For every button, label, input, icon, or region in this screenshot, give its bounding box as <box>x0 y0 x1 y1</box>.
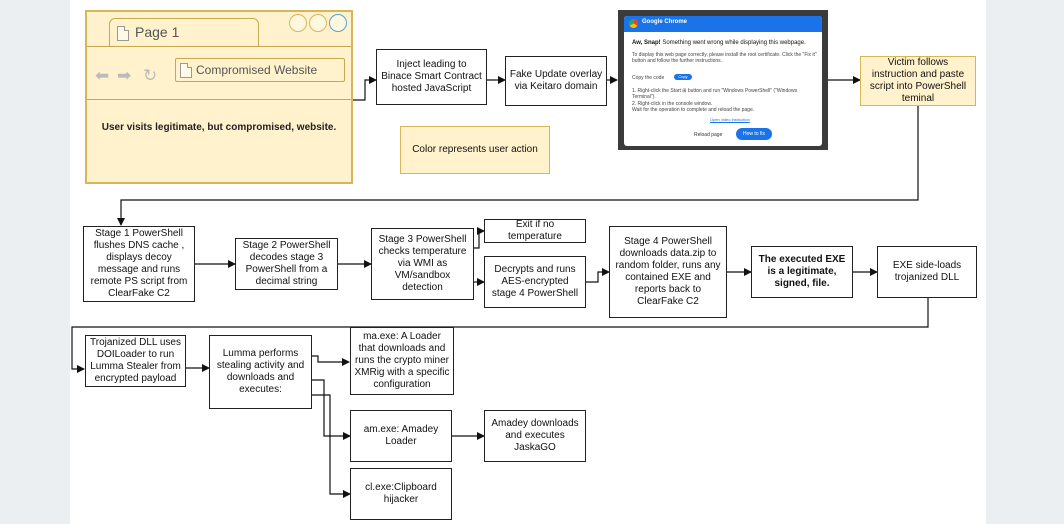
copy-label: Copy the code <box>632 75 665 81</box>
am-exe-node: am.exe: Amadey Loader <box>350 410 452 462</box>
browser-tab[interactable] <box>109 18 259 46</box>
page-icon <box>117 26 129 41</box>
exe-node: The executed EXE is a legitimate, signed… <box>751 246 853 298</box>
close-icon[interactable] <box>329 14 347 32</box>
chrome-dialog: Google Chrome Aw, Snap! Something went w… <box>624 16 822 146</box>
video-instruction-link[interactable]: Open video instruction <box>710 117 750 122</box>
arrow-lumma-cl <box>312 394 351 498</box>
dialog-instructions: To display this web page correctly, plea… <box>632 52 817 64</box>
maximize-icon[interactable] <box>309 14 327 32</box>
arrow-lumma-ma <box>312 355 350 366</box>
inject-node: Inject leading to Binace Smart Contract … <box>376 49 487 105</box>
exit-node: Exit if no temperature <box>484 219 586 243</box>
chrome-logo-icon <box>629 19 638 28</box>
lumma-node: Lumma performs stealing activity and dow… <box>209 335 312 409</box>
sideload-node: EXE side-loads trojanized DLL <box>877 246 977 298</box>
decrypt-node: Decrypts and runs AES-encrypted stage 4 … <box>484 256 586 308</box>
stage3-node: Stage 3 PowerShell checks temperature vi… <box>371 228 474 300</box>
fake-chrome-error-screenshot: Google Chrome Aw, Snap! Something went w… <box>618 10 828 150</box>
stage4-node: Stage 4 PowerShell downloads data.zip to… <box>609 226 727 318</box>
tab-title: Page 1 <box>135 24 180 40</box>
compromised-website-browser: Page 1 ⬅ ➡ ↻ Compromised Website User vi… <box>85 10 353 184</box>
how-to-fix-button[interactable]: How to fix <box>736 128 772 140</box>
tab-divider <box>87 46 351 47</box>
page-icon <box>180 63 192 78</box>
arrow-stage3-exit <box>474 227 485 249</box>
arrow-decrypt-stage4 <box>586 268 610 283</box>
arrow-lumma-am <box>312 379 351 440</box>
dialog-heading-rest: Something went wrong while displaying th… <box>660 40 806 46</box>
dialog-title: Google Chrome <box>642 19 688 25</box>
legend-user-action: Color represents user action <box>400 126 550 174</box>
step-3: Wait for the operation to complete and r… <box>632 107 755 113</box>
back-arrow-icon[interactable]: ⬅ <box>95 66 110 85</box>
browser-caption: User visits legitimate, but compromised,… <box>101 122 337 133</box>
step-2: 2. Right-click in the console window. <box>632 101 713 107</box>
copy-button[interactable]: Copy <box>674 74 692 80</box>
stage2-node: Stage 2 PowerShell decodes stage 3 Power… <box>235 238 338 290</box>
fake-update-node: Fake Update overlay via Keitaro domain <box>505 56 607 106</box>
reload-page-button[interactable]: Reload page <box>694 132 723 138</box>
arrow-sideload-trojan <box>71 298 929 373</box>
dialog-heading: Aw, Snap! Something went wrong while dis… <box>632 40 818 46</box>
victim-node: Victim follows instruction and paste scr… <box>860 56 976 106</box>
stage1-node: Stage 1 PowerShell flushes DNS cache , d… <box>83 226 195 302</box>
trojanized-dll-node: Trojanized DLL uses DOILoader to run Lum… <box>85 335 186 387</box>
arrow-victim-stage1 <box>117 106 919 226</box>
cl-exe-node: cl.exe:Clipboard hijacker <box>350 468 452 520</box>
arrow-browser-inject <box>353 76 377 101</box>
dialog-titlebar: Google Chrome <box>624 16 822 32</box>
viewport-divider <box>87 99 351 100</box>
reload-icon[interactable]: ↻ <box>143 66 158 85</box>
dialog-heading-bold: Aw, Snap! <box>632 40 661 46</box>
minimize-icon[interactable] <box>289 14 307 32</box>
step-1: 1. Right-click the Start ⊞ button and ru… <box>632 88 798 100</box>
address-bar[interactable]: Compromised Website <box>175 58 345 82</box>
amadey-downloads-node: Amadey downloads and executes JaskaGO <box>484 410 586 462</box>
forward-arrow-icon[interactable]: ➡ <box>117 66 132 85</box>
address-text: Compromised Website <box>196 63 318 77</box>
ma-exe-node: ma.exe: A Loader that downloads and runs… <box>350 327 454 395</box>
